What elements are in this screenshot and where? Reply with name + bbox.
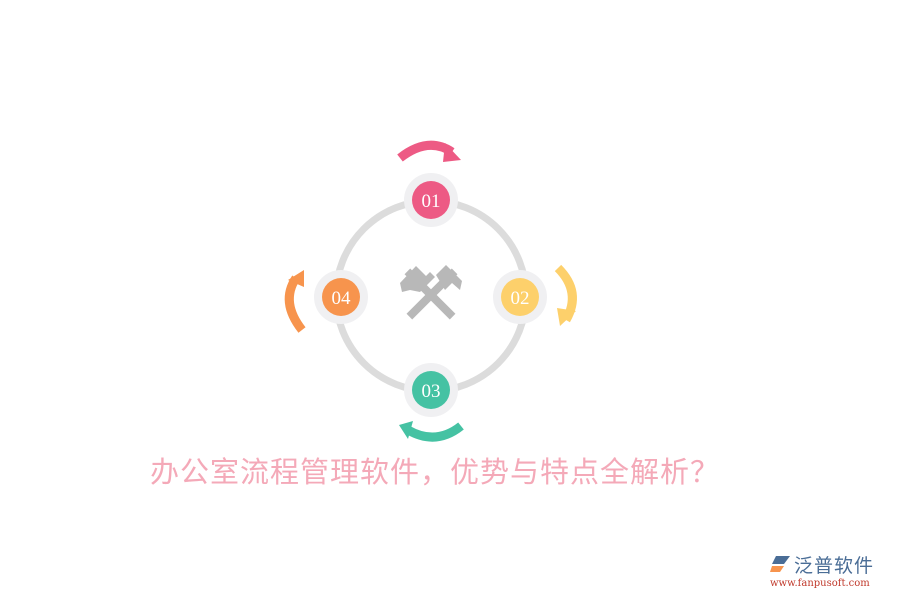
arrow-top-icon [397,140,461,162]
arrow-right-icon [554,264,577,326]
arrow-left-icon [284,270,306,333]
step-badge-02: 02 [493,270,547,324]
svg-text:01: 01 [422,191,441,212]
svg-text:02: 02 [511,288,530,309]
step-badge-03: 03 [404,363,458,417]
step-badge-04: 04 [314,270,368,324]
hammers-crossed-icon [400,265,462,320]
watermark-brand: 泛普软件 [794,555,875,577]
step-badge-01: 01 [404,173,458,227]
watermark-logo: 泛普软件 www.fanpusoft.com [770,551,895,593]
svg-text:04: 04 [332,288,352,309]
arrow-bottom-icon [399,421,464,442]
svg-text:03: 03 [422,381,441,402]
diagram-title: 办公室流程管理软件，优势与特点全解析？ [149,455,720,489]
watermark-url: www.fanpusoft.com [770,578,870,589]
fanpu-logo-icon [770,556,790,572]
